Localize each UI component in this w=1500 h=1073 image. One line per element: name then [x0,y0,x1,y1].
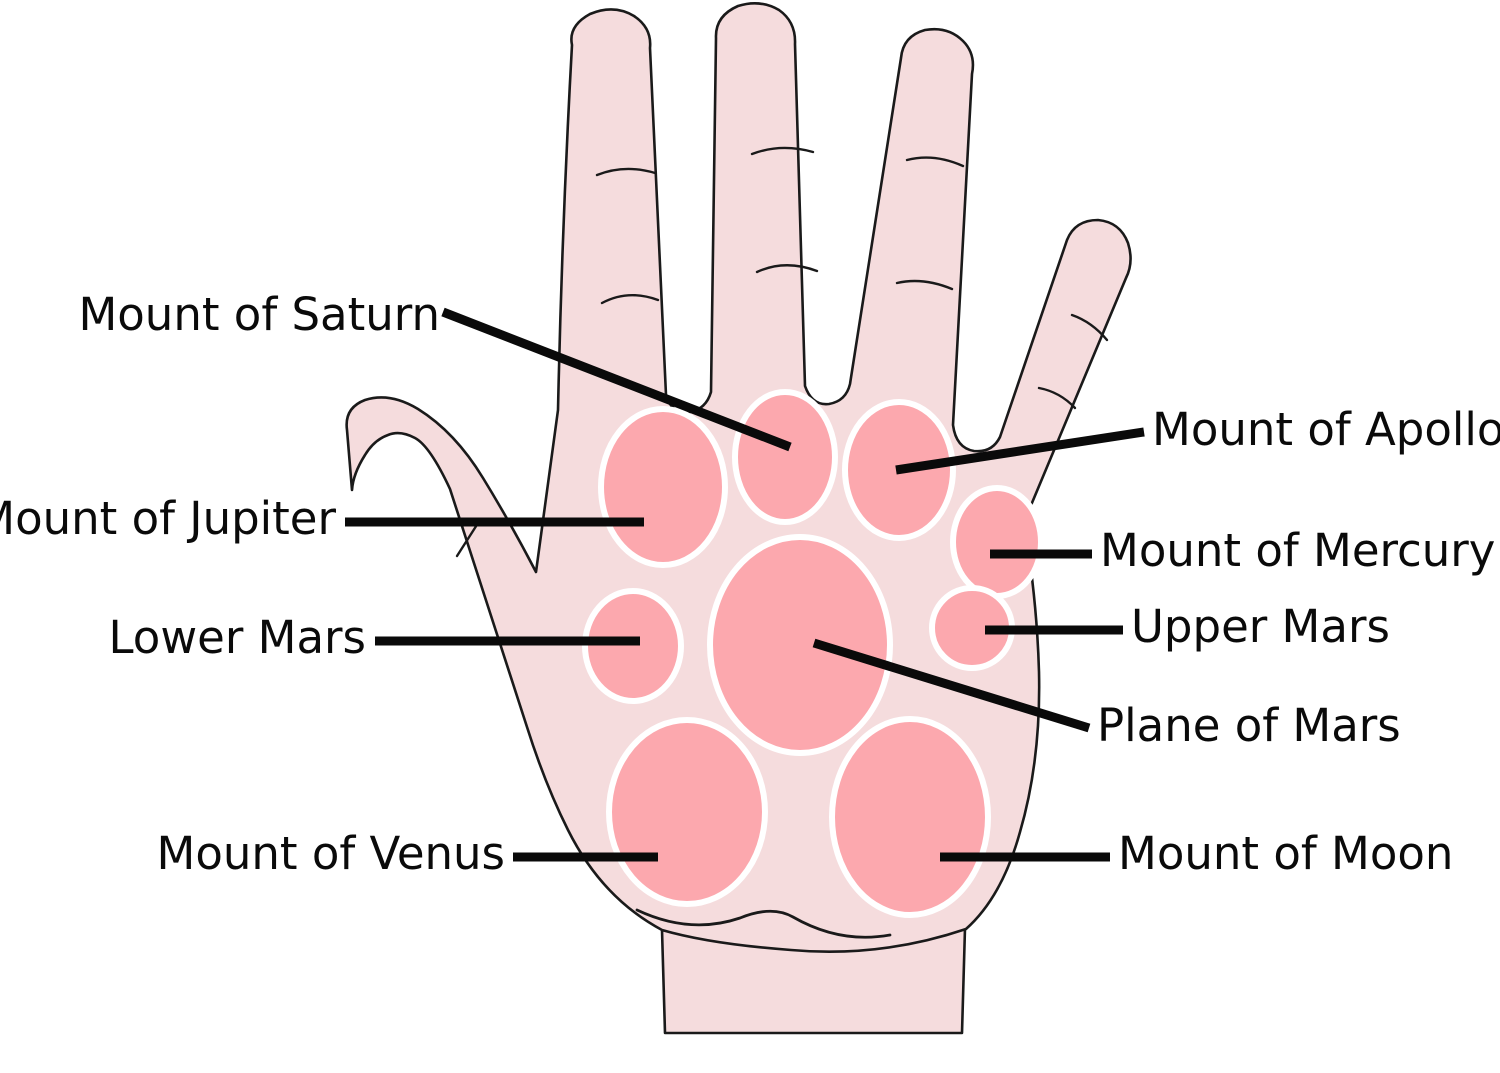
mount-plane-mars-ellipse [707,534,893,756]
mount-moon-ellipse [829,716,991,918]
leader-line-plane-mars [812,638,1091,733]
index-lower-crease-line [600,294,660,305]
mount-jupiter-ellipse [598,406,728,568]
mount-mercury-ellipse [950,485,1044,599]
leader-lines-group [345,307,1145,862]
label-mount-of-jupiter: Mount of Jupiter [0,492,336,545]
wrist-crease-line [635,908,892,939]
mount-saturn-ellipse [732,389,838,525]
ring-upper-crease-line [905,156,965,168]
mount-lower-mars-ellipse [582,588,684,704]
label-upper-mars: Upper Mars [1131,600,1390,653]
mount-venus-ellipse [606,717,768,907]
pinky-lower-crease-line [1037,386,1077,410]
index-upper-crease-line [595,167,657,177]
label-mount-of-mercury: Mount of Mercury [1100,524,1495,577]
leader-line-saturn [441,307,792,452]
pinky-upper-crease-line [1070,313,1109,342]
labels-group: Mount of Saturn Mount of Jupiter Lower M… [0,288,1500,880]
label-lower-mars: Lower Mars [109,611,366,664]
label-plane-of-mars: Plane of Mars [1097,699,1401,752]
label-mount-of-venus: Mount of Venus [157,827,506,880]
label-mount-of-apollo: Mount of Apollo [1152,403,1500,456]
ring-lower-crease-line [895,279,954,291]
label-mount-of-saturn: Mount of Saturn [78,288,440,341]
label-mount-of-moon: Mount of Moon [1118,827,1453,880]
middle-lower-crease-line [755,264,819,274]
middle-upper-crease-line [750,146,815,156]
leader-line-apollo [895,427,1145,475]
